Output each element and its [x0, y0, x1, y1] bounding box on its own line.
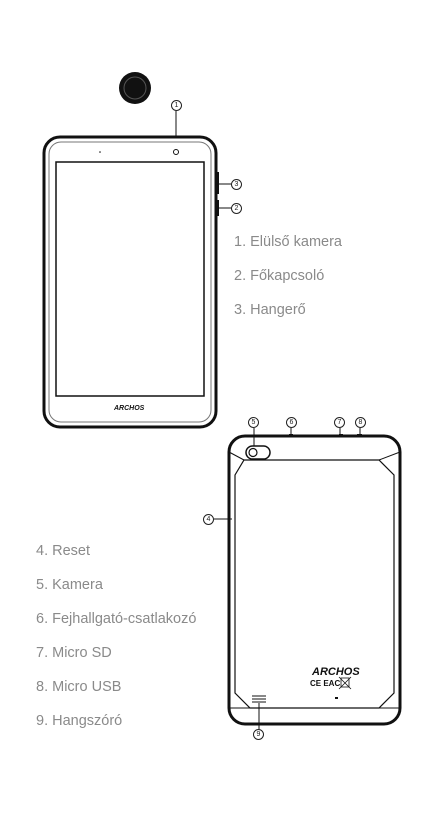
front-brand-logo: ARCHOS: [114, 405, 144, 412]
power-button: [216, 200, 219, 216]
legend-speaker: 9. Hangszóró: [36, 713, 122, 729]
weee-mark: [339, 677, 351, 689]
legend-micro-usb: 8. Micro USB: [36, 679, 121, 695]
legend-headphone-jack: 6. Fejhallgató-csatlakozó: [36, 611, 196, 627]
callout-9: 9: [253, 729, 264, 740]
speaker-grill: [252, 696, 266, 702]
callout-4: 4: [203, 514, 214, 525]
legend-camera: 5. Kamera: [36, 577, 103, 593]
back-brand-logo: ARCHOS: [312, 666, 360, 678]
legend-power-button: 2. Főkapcsoló: [234, 268, 324, 284]
legend-volume: 3. Hangerő: [234, 302, 306, 318]
tablet-front: [44, 111, 231, 427]
certification-marks: CE EAC: [310, 679, 340, 688]
callout-2: 2: [231, 203, 242, 214]
legend-reset: 4. Reset: [36, 543, 90, 559]
callout-5: 5: [248, 417, 259, 428]
callout-6: 6: [286, 417, 297, 428]
front-screen: [56, 162, 204, 396]
back-camera-module: [246, 446, 270, 459]
callout-7: 7: [334, 417, 345, 428]
callout-3: 3: [231, 179, 242, 190]
legend-front-camera: 1. Elülső kamera: [234, 234, 342, 250]
front-camera-dot: [174, 150, 179, 155]
legend-micro-sd: 7. Micro SD: [36, 645, 112, 661]
callout-8: 8: [355, 417, 366, 428]
callout-1: 1: [171, 100, 182, 111]
volume-button: [216, 172, 219, 194]
tablet-back: [214, 428, 400, 729]
